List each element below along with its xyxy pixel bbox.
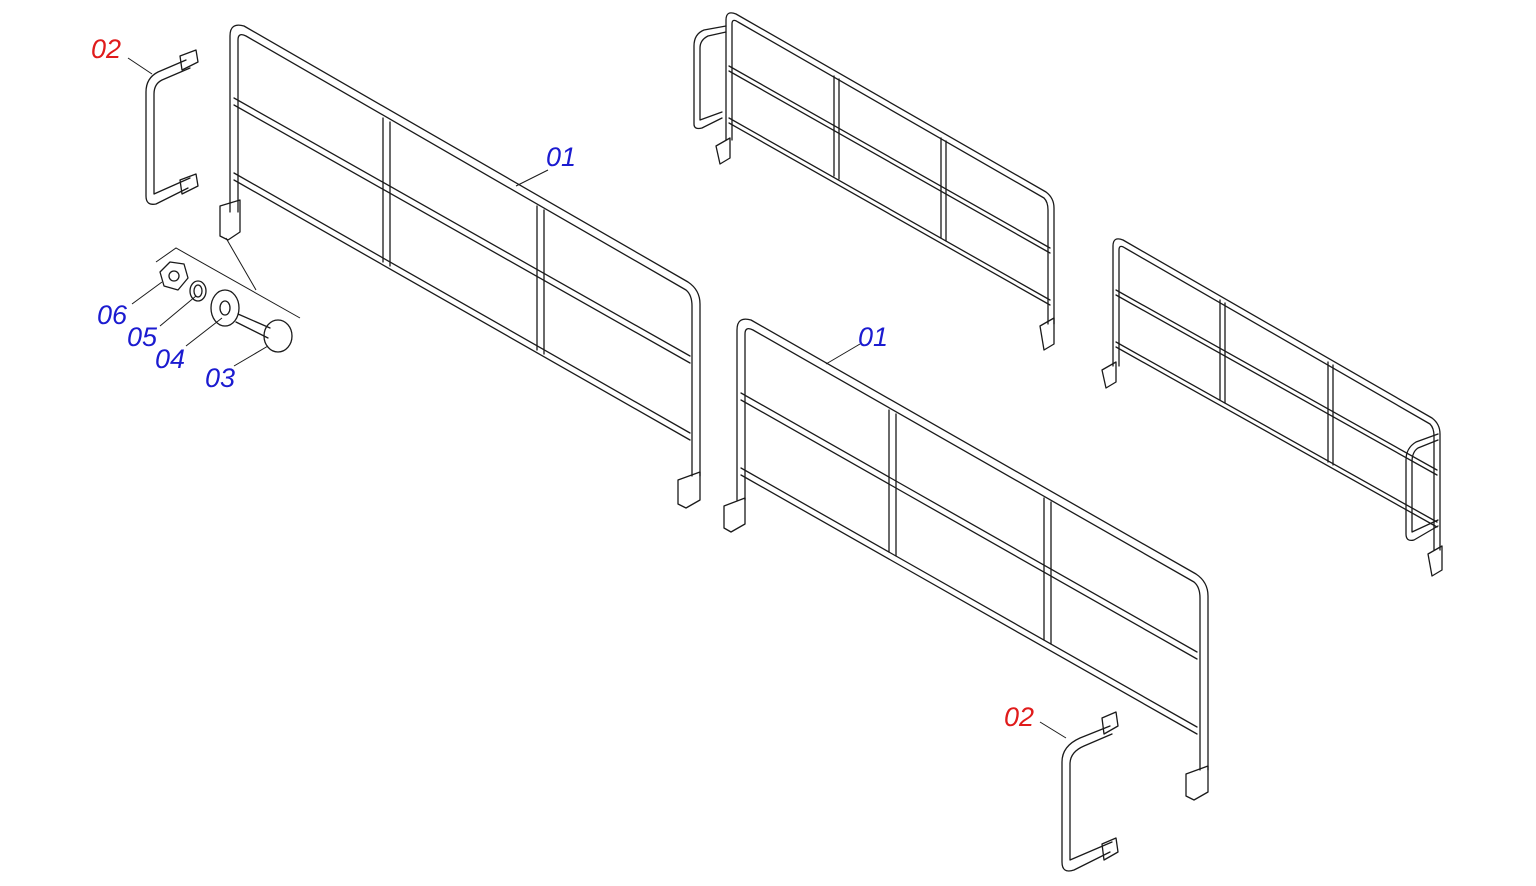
end-handrail-02-left [145, 49, 199, 205]
fastener-group [155, 237, 301, 353]
label-part-04: 04 [155, 344, 185, 374]
end-handrail-02-bottom [1061, 711, 1119, 872]
label-rail-01-center: 01 [858, 322, 888, 352]
railing-panel-01-left [219, 24, 701, 509]
label-rail-01-left: 01 [546, 142, 576, 172]
railing-panel-right [1101, 238, 1443, 577]
label-end-02-left: 02 [91, 34, 121, 64]
label-part-03: 03 [205, 363, 235, 393]
leader-lines [127, 57, 1067, 739]
label-end-02-bottom: 02 [1004, 702, 1034, 732]
railing-panel-01-center [723, 318, 1209, 801]
part-labels: 02 01 01 02 06 05 04 03 [91, 34, 1034, 732]
carriage-bolt [235, 313, 293, 353]
spring-washer [189, 280, 207, 302]
label-part-05: 05 [127, 322, 158, 352]
hex-nut [159, 261, 189, 291]
flat-washer [210, 289, 240, 327]
railing-panel-upper-right [693, 12, 1055, 351]
label-part-06: 06 [97, 300, 128, 330]
